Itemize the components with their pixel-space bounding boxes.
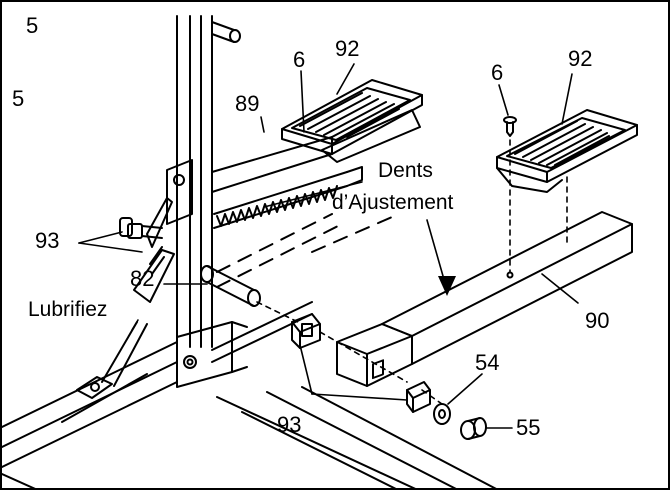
callout-93-caps: 93 (277, 412, 302, 437)
base-frame (2, 301, 497, 488)
callout-6-right: 6 (491, 60, 504, 85)
bolts-upper (119, 217, 163, 239)
cap-lower (406, 381, 431, 413)
callout-6-left: 6 (293, 47, 306, 72)
callout-89: 89 (235, 91, 260, 116)
washer-54 (433, 403, 451, 425)
callout-54: 54 (475, 350, 500, 375)
note-lubricate: Lubrifiez (28, 298, 108, 321)
note-adjustment-teeth-line1: Dents (378, 159, 433, 182)
pedal-right (496, 109, 638, 193)
callout-92-right: 92 (568, 46, 593, 71)
hidden-lines (216, 213, 393, 288)
top-pin (211, 21, 241, 43)
callout-92-left: 92 (335, 36, 360, 61)
bracket-89 (211, 136, 363, 229)
cap-upper (291, 313, 321, 349)
arm-90 (336, 211, 633, 387)
leader-lines (78, 63, 579, 429)
pin-82 (200, 265, 261, 307)
indicator-arrow-head (438, 276, 456, 296)
note-adjustment-teeth-line2: d’Ajustement (332, 191, 454, 214)
pedal-left (281, 79, 423, 163)
knob-55 (460, 417, 487, 440)
screw-right (503, 116, 517, 137)
callout-90: 90 (585, 308, 610, 333)
step-number-repeat: 5 (12, 86, 25, 111)
callout-93-bolts: 93 (35, 228, 60, 253)
callout-82: 82 (130, 266, 155, 291)
side-brace (133, 159, 193, 303)
step-number: 5 (26, 13, 39, 38)
upright-post (176, 15, 213, 348)
callout-55: 55 (516, 415, 541, 440)
